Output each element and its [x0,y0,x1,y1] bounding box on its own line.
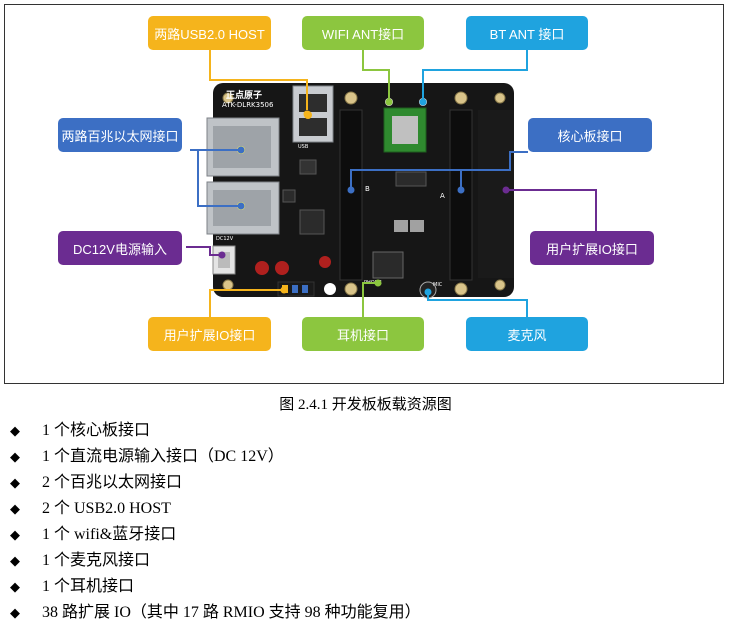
diamond-bullet-icon: ◆ [10,501,20,516]
list-item-text: 1 个核心板接口 [42,422,151,439]
line-bt [422,50,528,100]
pin-header-b [339,109,363,281]
list-item-text: 1 个 wifi&蓝牙接口 [42,526,177,543]
list-item: ◆ 38 路扩展 IO（其中 17 路 RMIO 支持 98 种功能复用） [10,600,421,626]
list-item: ◆ 2 个百兆以太网接口 [10,470,421,496]
list-item: ◆ 1 个耳机接口 [10,574,421,600]
line-usb [209,50,308,110]
board-model: ATK-DLRK3506 [222,101,274,109]
label-ethernet: 两路百兆以太网接口 [58,118,182,152]
line-ethernet [190,149,241,207]
pin-header-a [449,109,473,281]
label-wifi-ant: WIFI ANT接口 [302,16,424,50]
list-item-text: 1 个麦克风接口 [42,552,151,569]
list-item: ◆ 1 个核心板接口 [10,418,421,444]
mount-hole [454,91,468,105]
label-user-io-right: 用户扩展IO接口 [530,231,654,265]
list-item-text: 1 个耳机接口 [42,578,135,595]
diamond-bullet-icon: ◆ [10,449,20,464]
silk-usb: USB [298,144,309,150]
figure-caption: 图 2.4.1 开发板板载资源图 [279,397,452,413]
label-usb-host: 两路USB2.0 HOST [148,16,271,50]
label-headphone: 耳机接口 [302,317,424,351]
list-item: ◆ 1 个 wifi&蓝牙接口 [10,522,421,548]
list-item: ◆ 1 个直流电源输入接口（DC 12V） [10,444,421,470]
silk-b: B [365,185,370,193]
mount-hole [494,279,506,291]
line-user-io-left [209,289,284,318]
list-item: ◆ 2 个 USB2.0 HOST [10,496,421,522]
label-mic: 麦克风 [466,317,588,351]
mount-hole [494,92,506,104]
diamond-bullet-icon: ◆ [10,475,20,490]
diamond-bullet-icon: ◆ [10,605,20,620]
label-user-io-left: 用户扩展IO接口 [148,317,271,351]
line-wifi [362,50,390,100]
pcb-board [213,83,514,297]
mount-hole [344,282,358,296]
silk-mic: MIC [433,282,443,288]
list-item-text: 2 个 USB2.0 HOST [42,500,171,517]
list-item-text: 1 个直流电源输入接口（DC 12V） [42,448,284,465]
line-dc [186,246,222,256]
label-dc-power: DC12V电源输入 [58,231,182,265]
mount-hole [454,282,468,296]
list-item: ◆ 1 个麦克风接口 [10,548,421,574]
silk-a: A [440,192,445,200]
diamond-bullet-icon: ◆ [10,527,20,542]
list-item-text: 2 个百兆以太网接口 [42,474,183,491]
diamond-bullet-icon: ◆ [10,553,20,568]
label-bt-ant: BT ANT 接口 [466,16,588,50]
silk-dc: DC12V [216,236,234,242]
line-headphone [362,282,378,318]
headphone-jack [372,251,404,279]
line-core [350,151,528,190]
diamond-bullet-icon: ◆ [10,579,20,594]
board-brand: 正点原子 [226,91,263,101]
feature-list: ◆ 1 个核心板接口 ◆ 1 个直流电源输入接口（DC 12V） ◆ 2 个百兆以太网… [10,418,421,626]
label-core-board: 核心板接口 [528,118,652,152]
list-item-text: 38 路扩展 IO（其中 17 路 RMIO 支持 98 种功能复用） [42,604,421,621]
callout-lines [186,50,597,318]
mount-hole [222,92,234,104]
mount-hole [344,91,358,105]
user-io-header-right [478,110,514,278]
diamond-bullet-icon: ◆ [10,423,20,438]
line-mic [427,292,528,318]
